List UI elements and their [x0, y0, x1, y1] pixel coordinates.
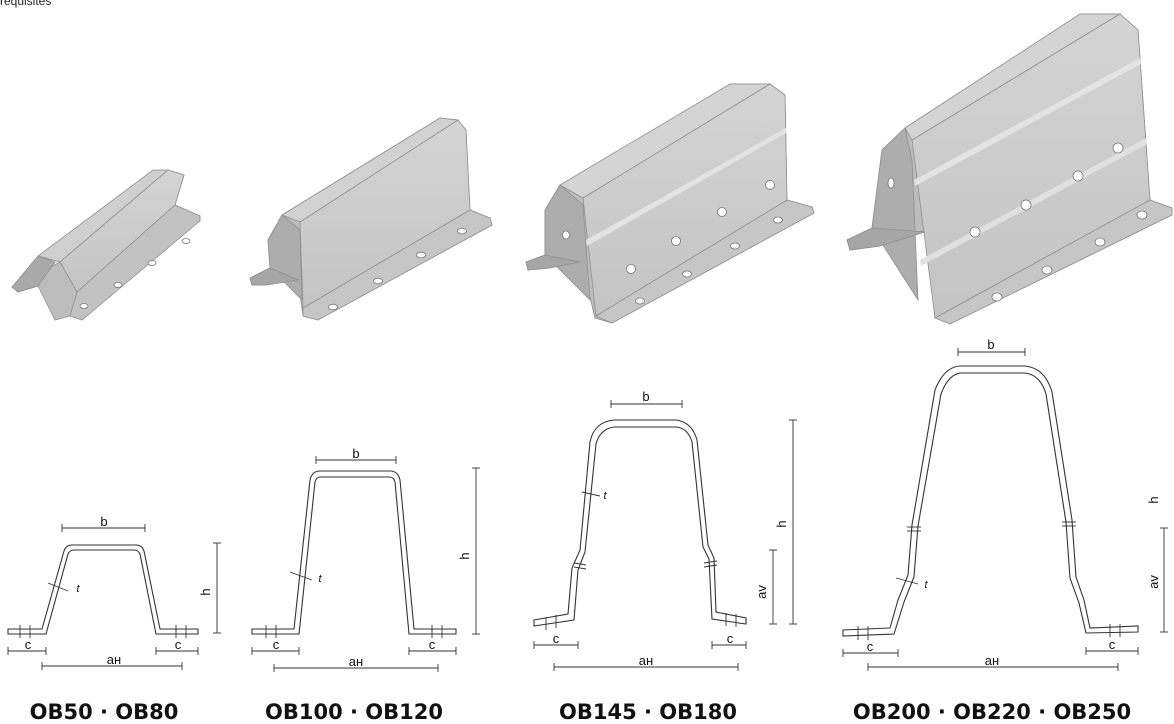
- p4-label-t: t: [924, 579, 928, 591]
- profile-3-caption: OB145 · OB180: [559, 700, 737, 724]
- profile-2-caption: OB100 · OB120: [265, 700, 443, 724]
- p4-label-c-left: c: [867, 639, 874, 654]
- p3-label-t: t: [603, 490, 607, 502]
- profile-3-render: [525, 83, 815, 324]
- profile-2-section: [251, 456, 480, 672]
- profile-1-caption: OB50 · OB80: [29, 700, 179, 724]
- p3-label-ah: aн: [639, 653, 653, 668]
- p3-label-av: av: [754, 585, 769, 599]
- p4-label-av: av: [1146, 575, 1161, 589]
- p3-label-h: h: [774, 520, 789, 527]
- p2-label-c-left: c: [273, 637, 280, 652]
- p4-label-c-right: c: [1109, 637, 1116, 652]
- profile-4-section: [842, 348, 1168, 671]
- p2-label-t: t: [318, 573, 322, 585]
- p4-label-ah: aн: [985, 653, 999, 668]
- p1-label-ah: aн: [107, 652, 121, 667]
- profile-4-caption: OB200 · OB220 · OB250: [852, 700, 1132, 724]
- profile-2-render: [249, 117, 493, 321]
- profile-4-render: [846, 13, 1173, 325]
- p2-label-b: b: [352, 446, 359, 461]
- p4-label-b: b: [987, 337, 994, 352]
- p2-label-ah: aн: [349, 654, 363, 669]
- p1-label-b: b: [100, 514, 107, 529]
- profile-1-render: [11, 169, 201, 321]
- p2-label-h: h: [457, 552, 472, 559]
- p2-label-c-right: c: [429, 637, 436, 652]
- profile-3-section: [533, 400, 797, 671]
- p1-label-t: t: [76, 583, 80, 595]
- p1-label-c-left: c: [25, 637, 32, 652]
- profile-1-section: [7, 524, 221, 670]
- header-note: requisites: [0, 0, 52, 8]
- p3-label-b: b: [642, 389, 649, 404]
- p4-label-h: h: [1146, 496, 1161, 503]
- p3-label-c-right: c: [727, 631, 734, 646]
- p3-label-c-left: c: [553, 631, 560, 646]
- p1-label-c-right: c: [175, 637, 182, 652]
- p1-label-h: h: [198, 588, 213, 595]
